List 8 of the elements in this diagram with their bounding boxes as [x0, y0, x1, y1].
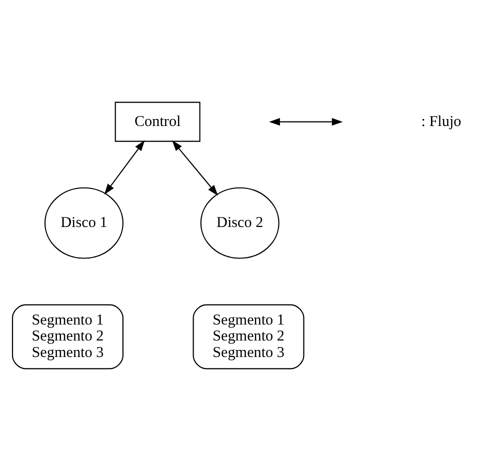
node-circle: Disco 1 [44, 186, 124, 258]
node-circle: Disco 2 [200, 186, 280, 258]
arrow [104, 140, 145, 194]
arrow [172, 140, 218, 196]
legend-label: : Flujo [421, 112, 462, 130]
node-box: Segmento 1 Segmento 2 Segmento 3 [12, 304, 124, 369]
node-box: Segmento 1 Segmento 2 Segmento 3 [192, 304, 304, 369]
node-box: Control [114, 101, 200, 142]
